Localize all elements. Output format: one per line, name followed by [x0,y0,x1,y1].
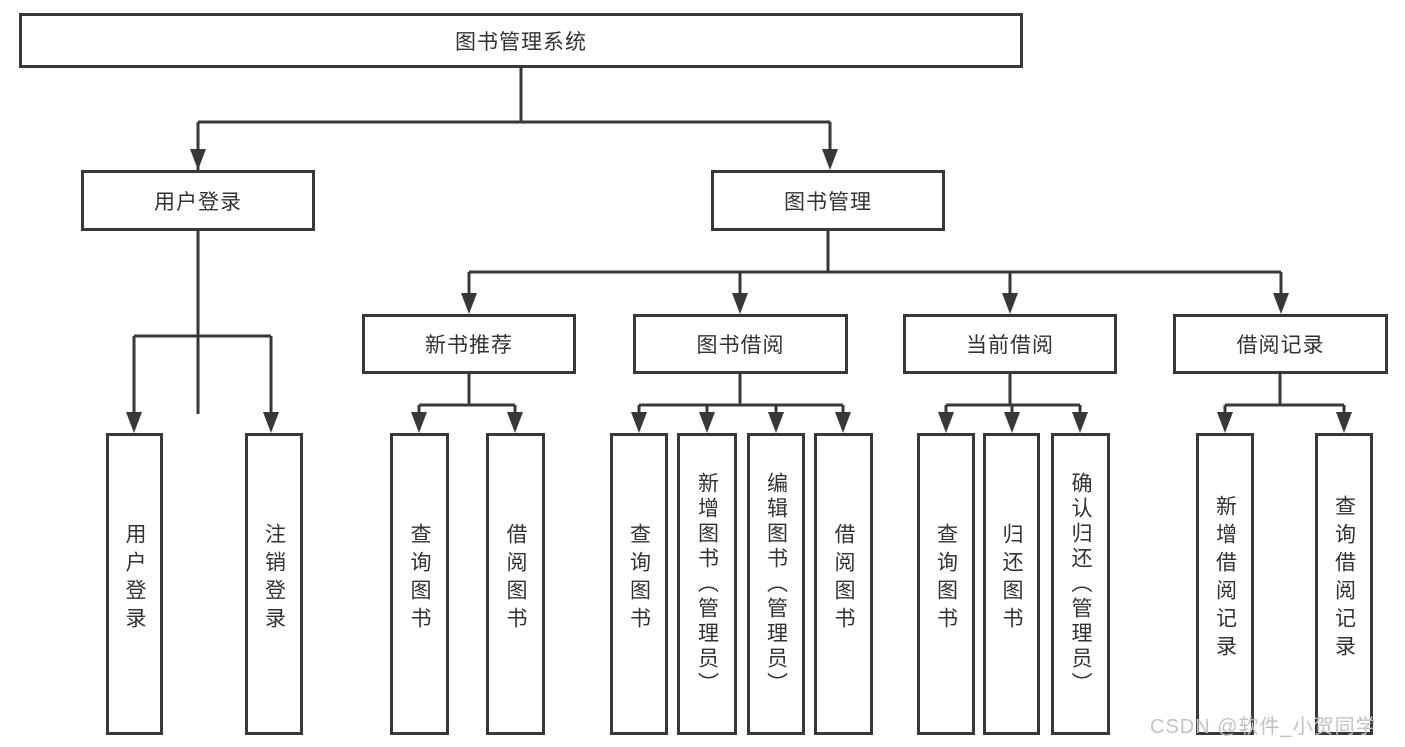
node-current-borrow: 当前借阅 [903,314,1117,374]
leaf-add-borrow-record: 新增借阅记录 [1196,433,1254,735]
node-book-borrow: 图书借阅 [633,314,848,374]
arrowheads [126,149,1352,433]
leaf-edit-book-admin: 编辑图书（管理员） [747,433,805,735]
leaf-query-book-current: 查询图书 [917,433,975,735]
node-user-login: 用户登录 [81,170,315,231]
leaf-borrow-book: 借阅图书 [814,433,873,735]
node-root: 图书管理系统 [19,13,1023,68]
node-borrow-record: 借阅记录 [1173,314,1388,374]
leaf-return-book: 归还图书 [983,433,1040,735]
leaf-user-login: 用户登录 [106,433,163,735]
connector-paths [132,68,1346,414]
leaf-confirm-return-admin: 确认归还（管理员） [1051,433,1110,735]
watermark: CSDN @软件_小贺同学 [1150,716,1377,738]
node-new-book-recommend: 新书推荐 [362,314,576,374]
leaf-logout: 注销登录 [245,433,303,735]
leaf-query-borrow-record: 查询借阅记录 [1315,433,1373,735]
node-book-management: 图书管理 [711,170,945,231]
leaf-add-book-admin: 新增图书（管理员） [677,433,737,735]
leaf-query-book-borrow: 查询图书 [610,433,668,735]
leaf-borrow-book-recommend: 借阅图书 [486,433,545,735]
leaf-query-book-recommend: 查询图书 [390,433,449,735]
